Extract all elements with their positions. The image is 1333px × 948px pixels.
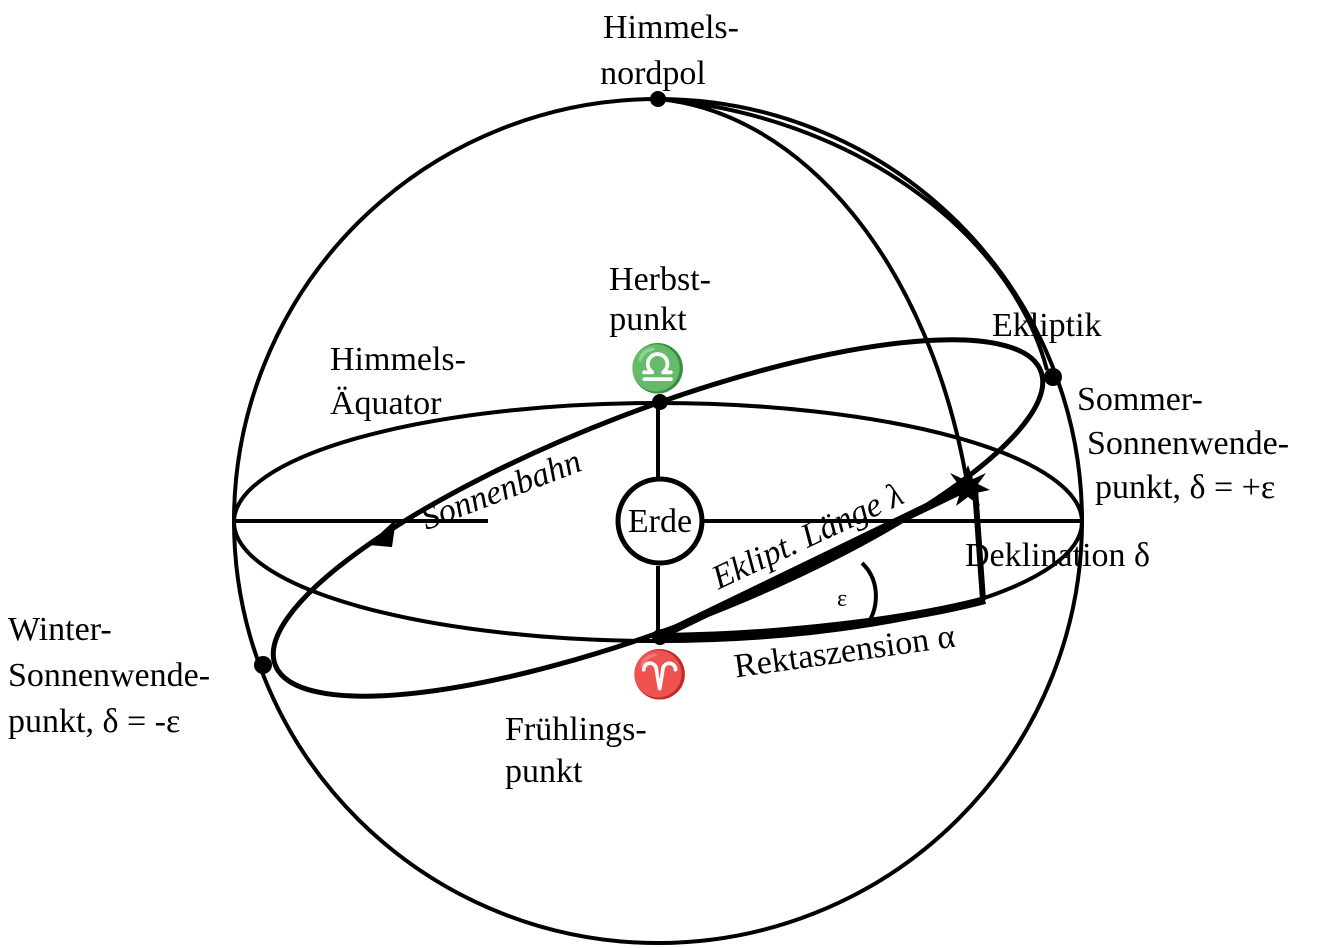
spring-label-1: Frühlings- [505,711,647,748]
epsilon-angle-arc [862,563,876,620]
winter-label-1: Winter- [8,611,112,648]
summer-label-1: Sommer- [1077,381,1203,418]
autumn-label-1: Herbst- [609,261,711,298]
winter-solstice-point [254,656,272,674]
aries-icon: ♈ [631,648,688,701]
winter-label-3: punkt, δ = -ε [8,703,180,740]
north-pole-label-2: nordpol [600,55,706,92]
libra-icon: ♎ [629,342,686,395]
summer-label-2: Sonnenwende- [1087,425,1289,462]
ecliptic-label: Ekliptik [992,307,1102,344]
spring-point [652,629,668,645]
equator-label-1: Himmels- [330,341,466,378]
earth-label: Erde [628,503,692,540]
declination-label: Deklination δ [965,537,1150,574]
sun-path-label: Sonnenbahn [416,443,586,538]
spring-label-2: punkt [505,753,583,790]
sun-path-arrow-icon [368,519,396,547]
autumn-point [652,394,668,410]
north-pole-label-1: Himmels- [603,9,739,46]
summer-label-3: punkt, δ = +ε [1095,469,1275,506]
equator-label-2: Äquator [330,385,442,422]
north-pole-point [650,91,666,107]
winter-label-2: Sonnenwende- [8,657,210,694]
meridian-upper-arc [658,99,1047,370]
autumn-label-2: punkt [609,301,687,338]
summer-solstice-point [1044,368,1062,386]
epsilon-label: ε [837,586,847,612]
